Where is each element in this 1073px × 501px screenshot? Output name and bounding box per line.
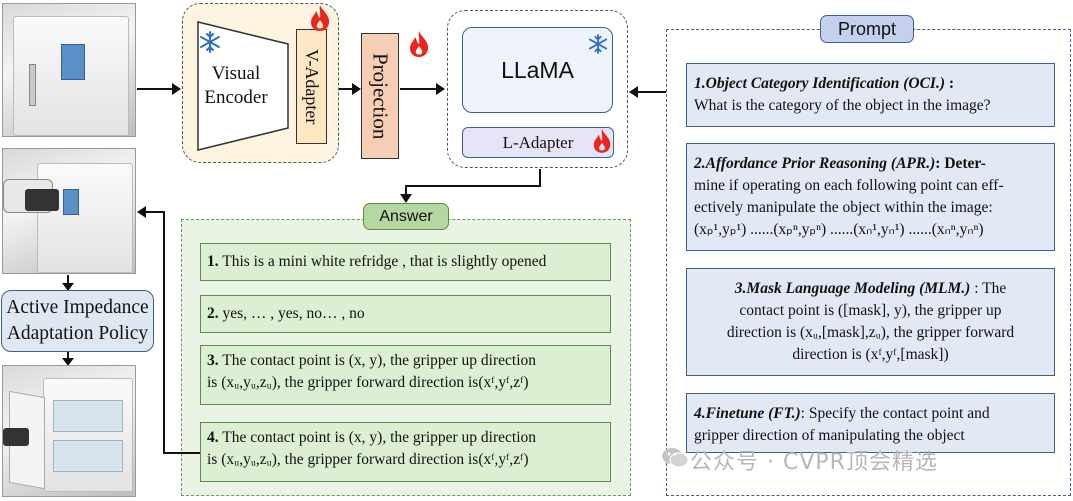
flame-icon: [311, 5, 330, 31]
arrow-photo-to-policy: [67, 275, 69, 289]
prompt-mlm-line2: contact point is ([mask], y), the grippe…: [739, 302, 1002, 319]
arrow-projection-to-llama: [400, 88, 438, 90]
prompt-mlm-line4: direction is (xᶠ,yᶠ,[mask]): [792, 346, 949, 363]
prompt-ft: 4.Finetune (FT.): Specify the contact po…: [686, 393, 1055, 453]
arrow-photo-to-encoder: [137, 88, 175, 90]
answer-item-3-line2: is (xᵤ,yᵤ,zᵤ), the gripper forward direc…: [207, 374, 529, 391]
answer-item-1-text: This is a mini white refridge , that is …: [218, 253, 547, 270]
arrow-prompt-to-llama: [637, 91, 667, 93]
flame-icon: [410, 31, 429, 57]
answer-title: Answer: [363, 203, 449, 230]
llama-label: LLaMA: [501, 56, 574, 83]
l-adapter-label: L-Adapter: [502, 132, 574, 152]
encoder-label-line2: Encoder: [204, 87, 268, 108]
arrow-encoder-to-projection: [339, 88, 354, 90]
answer-item-2: 2. yes, … , yes, no… , no: [200, 295, 611, 333]
arrow-answer-to-robot: [163, 452, 200, 454]
visual-encoder-trapezoid: [197, 21, 289, 151]
prompt-oci-body: What is the category of the object in th…: [694, 97, 991, 114]
projection-block: Projection: [361, 33, 399, 159]
answer-item-4-line2: is (xᵤ,yᵤ,zᵤ), the gripper forward direc…: [207, 451, 529, 468]
v-adapter-block: V-Adapter: [296, 29, 327, 144]
prompt-apr-line4: (xₚ¹,yₚ¹) ......(xₚⁿ,yₚⁿ) ......(xₙ¹,yₙ¹…: [694, 221, 984, 238]
prompt-apr-line3: ectively manipulate the object within th…: [694, 199, 993, 216]
arrow-policy-to-photo: [67, 352, 69, 362]
prompt-mlm-line3: direction is (xᵤ,[mask],zᵤ), the gripper…: [726, 324, 1015, 341]
llama-block: LLaMA: [462, 27, 613, 113]
snowflake-icon: [200, 31, 220, 53]
encoder-label-line1: Visual: [211, 63, 261, 84]
prompt-mlm-line1rest: : The: [970, 280, 1007, 297]
policy-line1: Active Impedance: [6, 297, 149, 318]
prompt-title: Prompt: [820, 15, 914, 43]
v-adapter-label: V-Adapter: [302, 48, 322, 125]
answer-item-2-text: yes, … , yes, no… , no: [218, 305, 365, 322]
projection-label: Projection: [368, 52, 393, 140]
prompt-mlm: 3.Mask Language Modeling (MLM.) : The co…: [686, 268, 1055, 376]
policy-line2: Adaptation Policy: [6, 323, 149, 344]
answer-item-1: 1. This is a mini white refridge , that …: [200, 243, 611, 281]
wechat-icon: [662, 448, 689, 468]
policy-box: Active Impedance Adaptation Policy: [1, 290, 154, 352]
l-adapter-block: L-Adapter: [462, 127, 614, 158]
prompt-title-label: Prompt: [837, 18, 897, 39]
fridge-photo-open: [2, 365, 136, 497]
prompt-apr-line2: mine if operating on each following poin…: [694, 177, 1004, 194]
prompt-apr-line1rest: : Deter-: [935, 155, 986, 172]
visual-encoder-label: Visual Encoder: [200, 62, 272, 110]
arrow-llama-to-answer: [539, 169, 541, 186]
prompt-ft-line1rest: : Specify the contact point and: [800, 405, 990, 422]
prompt-oci-colon: :: [945, 75, 955, 92]
answer-item-4-line1: The contact point is (x, y), the gripper…: [218, 429, 537, 446]
flame-icon: [593, 129, 611, 153]
answer-item-3-line1: The contact point is (x, y), the gripper…: [218, 352, 537, 369]
prompt-apr: 2.Affordance Prior Reasoning (APR.): Det…: [686, 143, 1055, 251]
robot-fridge-photo: [2, 148, 136, 274]
fridge-photo-top: [2, 3, 136, 137]
answer-item-4-num: 4.: [207, 429, 219, 446]
prompt-oci-head: 1.Object Category Identification (OCI.): [694, 75, 945, 92]
answer-item-1-num: 1.: [207, 253, 219, 270]
answer-item-3: 3. The contact point is (x, y), the grip…: [200, 345, 611, 405]
watermark-text: 公众号 · CVPR顶会精选: [690, 450, 938, 475]
snowflake-icon: [588, 34, 608, 54]
prompt-ft-line2: gripper direction of manipulating the ob…: [694, 427, 965, 444]
prompt-ft-head: 4.Finetune (FT.): [694, 405, 801, 422]
answer-item-3-num: 3.: [207, 352, 219, 369]
prompt-mlm-head: 3.Mask Language Modeling (MLM.): [734, 280, 971, 297]
answer-item-2-num: 2.: [207, 305, 219, 322]
prompt-apr-head: 2.Affordance Prior Reasoning (APR.): [694, 155, 936, 172]
answer-title-label: Answer: [379, 207, 433, 225]
prompt-oci: 1.Object Category Identification (OCI.) …: [686, 63, 1055, 127]
answer-item-4: 4. The contact point is (x, y), the grip…: [200, 422, 611, 482]
